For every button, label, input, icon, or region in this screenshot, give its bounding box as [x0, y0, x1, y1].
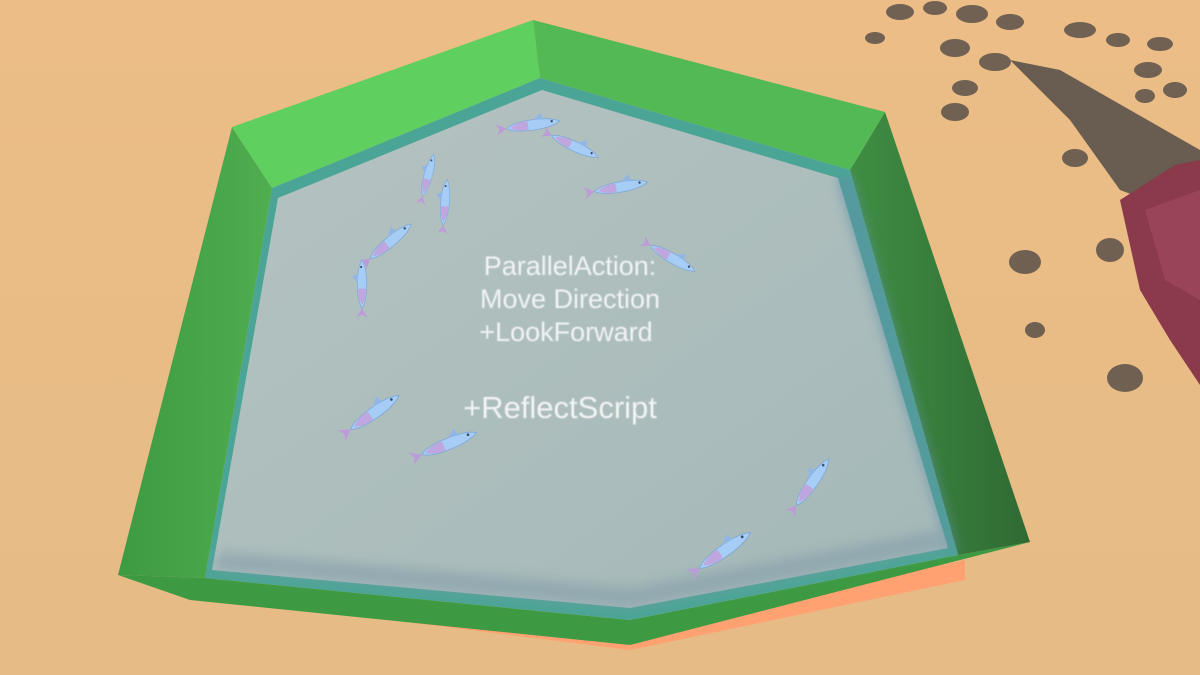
tank-wall-left [118, 127, 272, 578]
shadow-spots [865, 1, 1187, 392]
sign-line-1: ParallelAction: [484, 251, 657, 281]
tank-wall-bottom [118, 542, 1030, 645]
sign-line-3: +LookForward [479, 317, 652, 347]
tank-rim-top-right [533, 20, 885, 170]
sign: ParallelAction: Move Direction +LookForw… [463, 251, 661, 426]
sign-line-4: +ReflectScript [463, 390, 657, 425]
tank-water [212, 90, 948, 608]
tank-wall-right [850, 112, 1030, 555]
tank-rim-top-left [232, 20, 540, 188]
sign-line-2: Move Direction [480, 284, 660, 314]
